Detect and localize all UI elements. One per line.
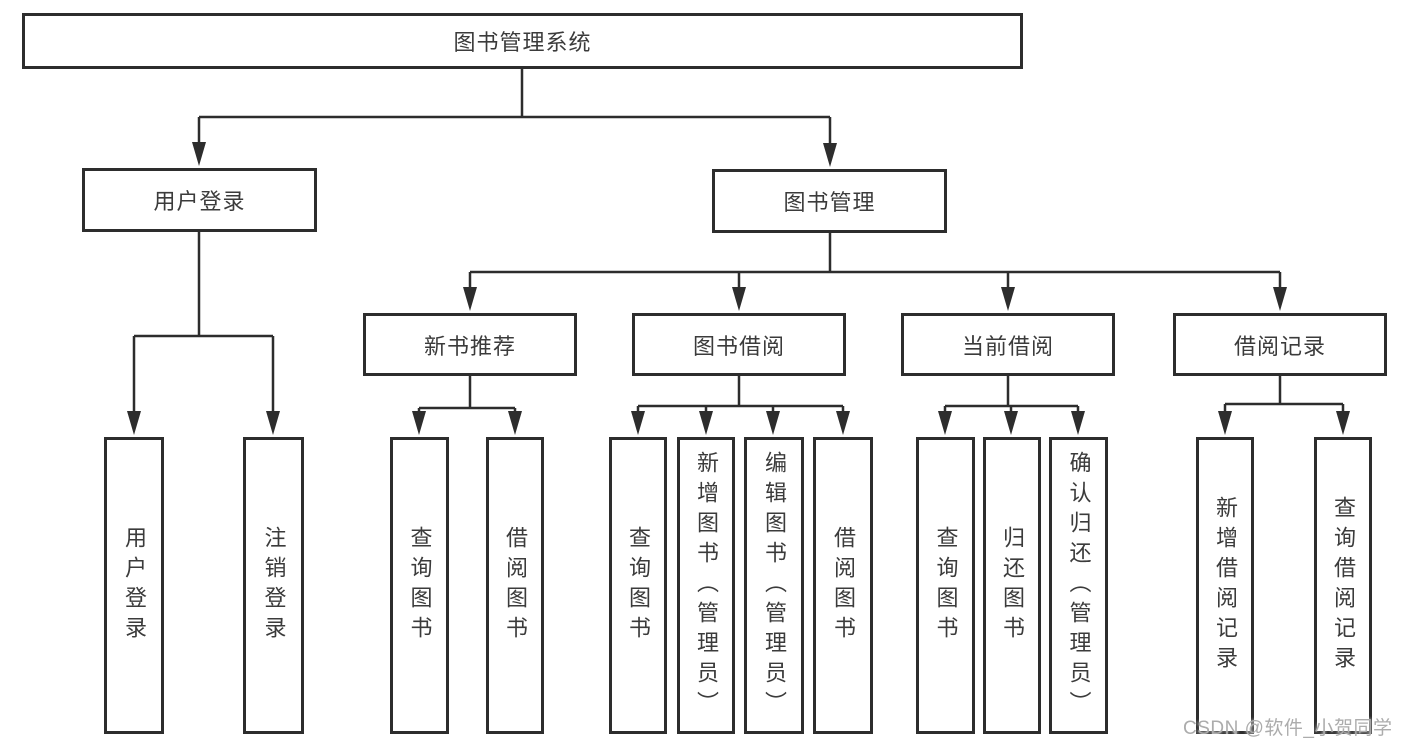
node-current-borrow: 当前借阅 [901,313,1115,376]
leaf-borrow-book: 借阅图书 [813,437,873,734]
node-book-borrow: 图书借阅 [632,313,846,376]
watermark: CSDN @软件_小贺同学 [1183,718,1393,739]
leaf-current-query-label: 查询图书 [933,525,959,646]
node-user-login: 用户登录 [82,168,317,232]
leaf-logout: 注销登录 [243,437,304,734]
node-root: 图书管理系统 [22,13,1023,69]
leaf-borrow-query-label: 查询图书 [626,525,651,646]
leaf-record-query-label: 查询借阅记录 [1331,495,1356,676]
arrowheads [127,142,1350,435]
leaf-current-return: 归还图书 [983,437,1041,734]
leaf-newbook-borrow: 借阅图书 [486,437,544,734]
leaf-record-add: 新增借阅记录 [1196,437,1254,734]
node-new-book-recommend: 新书推荐 [363,313,577,376]
leaf-current-confirm-label: 确认归还（管理员） [1066,450,1092,721]
leaf-record-query: 查询借阅记录 [1314,437,1372,734]
leaf-borrow-edit: 编辑图书（管理员） [744,437,804,734]
node-book-management: 图书管理 [712,169,947,233]
leaf-user-login-label: 用户登录 [122,525,147,646]
leaf-newbook-borrow-label: 借阅图书 [503,525,528,646]
leaf-current-return-label: 归还图书 [1000,525,1025,646]
leaf-borrow-edit-label: 编辑图书（管理员） [762,450,787,721]
leaf-user-login: 用户登录 [104,437,164,734]
leaf-current-confirm: 确认归还（管理员） [1049,437,1108,734]
leaf-borrow-add-label: 新增图书（管理员） [694,450,719,721]
leaf-logout-label: 注销登录 [261,525,287,646]
leaf-record-add-label: 新增借阅记录 [1213,495,1238,676]
leaf-newbook-query: 查询图书 [390,437,449,734]
leaf-newbook-query-label: 查询图书 [407,525,433,646]
node-borrow-record: 借阅记录 [1173,313,1387,376]
leaf-current-query: 查询图书 [916,437,975,734]
leaf-borrow-query: 查询图书 [609,437,667,734]
leaf-borrow-add: 新增图书（管理员） [677,437,735,734]
leaf-borrow-book-label: 借阅图书 [831,525,856,646]
